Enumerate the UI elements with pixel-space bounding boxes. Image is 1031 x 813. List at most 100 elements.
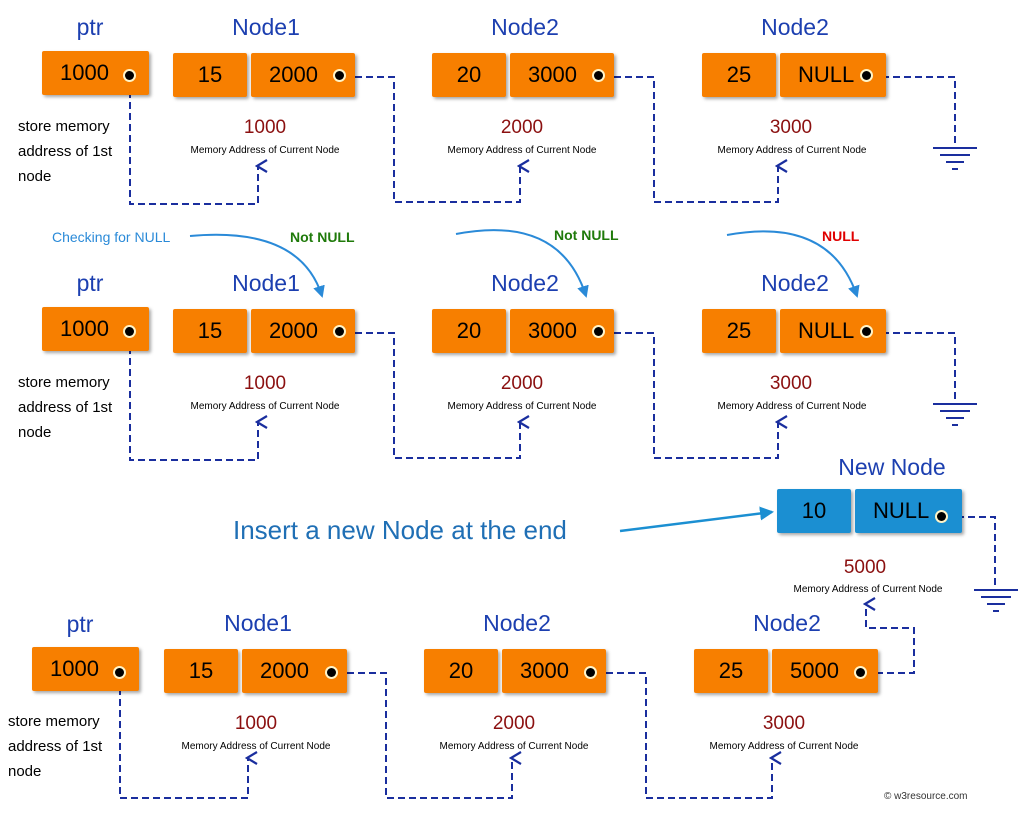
node-next-cell: NULL	[780, 309, 886, 353]
node-next: NULL	[798, 318, 855, 343]
node-address-caption: Memory Address of Current Node	[439, 741, 589, 752]
node-address: 2000	[500, 117, 544, 138]
ground-icon	[933, 147, 977, 170]
node-address: 3000	[769, 117, 813, 138]
node-address: 1000	[243, 117, 287, 138]
node-next: 3000	[520, 658, 569, 683]
pointer-dot	[586, 668, 595, 677]
node-data-cell: 20	[432, 309, 506, 353]
node-address-caption: Memory Address of Current Node	[717, 145, 867, 156]
node-next: 3000	[528, 318, 577, 343]
new-node-next-cell: NULL	[855, 489, 962, 533]
check-arrow	[189, 233, 325, 298]
node-data-cell: 20	[424, 649, 498, 693]
node-data: 20	[448, 658, 474, 683]
new-node-data: 10	[801, 498, 827, 523]
status-not-null: Not NULL	[554, 227, 619, 243]
node-address: 2000	[492, 713, 536, 734]
check-arrows	[189, 229, 860, 298]
node-address-caption: Memory Address of Current Node	[190, 401, 340, 412]
node-title: Node2	[483, 610, 551, 636]
node-data: 20	[456, 318, 482, 343]
node-address-caption: Memory Address of Current Node	[181, 741, 331, 752]
node-data: 25	[726, 62, 752, 87]
dashed-links	[119, 76, 996, 799]
ptr-note: store memory address of 1st node	[8, 709, 102, 784]
ptr-link-arrow	[119, 677, 248, 799]
node-address: 3000	[762, 713, 806, 734]
node-data-cell: 25	[702, 53, 776, 97]
note-line: address of 1st	[8, 738, 103, 755]
ground-symbols	[933, 147, 1018, 612]
node-title: Node2	[753, 610, 821, 636]
node-data-cell: 25	[694, 649, 768, 693]
node-title: Node1	[232, 270, 300, 296]
node-data-cell: 15	[173, 309, 247, 353]
node-next-cell: 3000	[502, 649, 606, 693]
node-address: 3000	[769, 373, 813, 394]
node-next: NULL	[798, 62, 855, 87]
new-node-next: NULL	[873, 498, 930, 523]
node-address-caption: Memory Address of Current Node	[717, 401, 867, 412]
ptr-title: ptr	[76, 270, 104, 296]
status-null: NULL	[822, 228, 860, 244]
ground-icon	[933, 403, 977, 426]
node-data: 20	[456, 62, 482, 87]
node-address: 1000	[243, 373, 287, 394]
ptr-link-arrow	[129, 80, 258, 205]
note-line: node	[18, 424, 52, 441]
check-label: Checking for NULL	[52, 229, 171, 245]
ptr-value: 1000	[60, 60, 109, 85]
next-link-arrow	[603, 76, 778, 203]
node-address: 1000	[234, 713, 278, 734]
node-title: Node1	[232, 14, 300, 40]
node-next: 5000	[790, 658, 839, 683]
node-title: Node1	[224, 610, 292, 636]
new-node-title: New Node	[838, 454, 946, 480]
node-data: 25	[726, 318, 752, 343]
pointer-dot	[335, 71, 344, 80]
next-link-arrow	[603, 332, 778, 459]
new-node-address: 5000	[843, 557, 887, 578]
note-line: store memory	[8, 713, 100, 730]
note-line: node	[8, 763, 42, 780]
note-line: address of 1st	[18, 143, 113, 160]
pointer-dot	[335, 327, 344, 336]
node-data-cell: 25	[702, 309, 776, 353]
ptr-value: 1000	[50, 656, 99, 681]
null-link	[871, 76, 956, 146]
status-not-null: Not NULL	[290, 229, 355, 245]
node-data: 25	[718, 658, 744, 683]
node-address-caption: Memory Address of Current Node	[709, 741, 859, 752]
next-link-arrow	[336, 672, 512, 799]
next-link-arrow	[344, 332, 520, 459]
note-line: address of 1st	[18, 399, 113, 416]
node-data: 15	[188, 658, 214, 683]
note-line: store memory	[18, 374, 110, 391]
ptr-link-arrow	[129, 336, 258, 461]
pointer-dot	[125, 327, 134, 336]
node-data: 15	[197, 62, 223, 87]
ptr-value: 1000	[60, 316, 109, 341]
node-address-caption: Memory Address of Current Node	[447, 401, 597, 412]
node-title: Node2	[491, 270, 559, 296]
null-link	[871, 332, 956, 402]
pointer-dot	[862, 327, 871, 336]
credit: © w3resource.com	[884, 791, 968, 802]
ground-icon	[974, 589, 1018, 612]
node-next-cell: 2000	[251, 309, 355, 353]
new-node-data-cell: 10	[777, 489, 851, 533]
node-next: 2000	[269, 62, 318, 87]
ptr-title: ptr	[66, 611, 94, 637]
ptr-note: store memory address of 1st node	[18, 114, 112, 189]
ptr-title: ptr	[76, 14, 104, 40]
next-link-arrow	[595, 672, 772, 799]
node-data: 15	[197, 318, 223, 343]
next-link-arrow	[344, 76, 520, 203]
node-title: Node2	[761, 270, 829, 296]
node-next: 2000	[260, 658, 309, 683]
node-address-caption: Memory Address of Current Node	[447, 145, 597, 156]
pointer-dot	[115, 668, 124, 677]
null-link	[946, 516, 996, 588]
